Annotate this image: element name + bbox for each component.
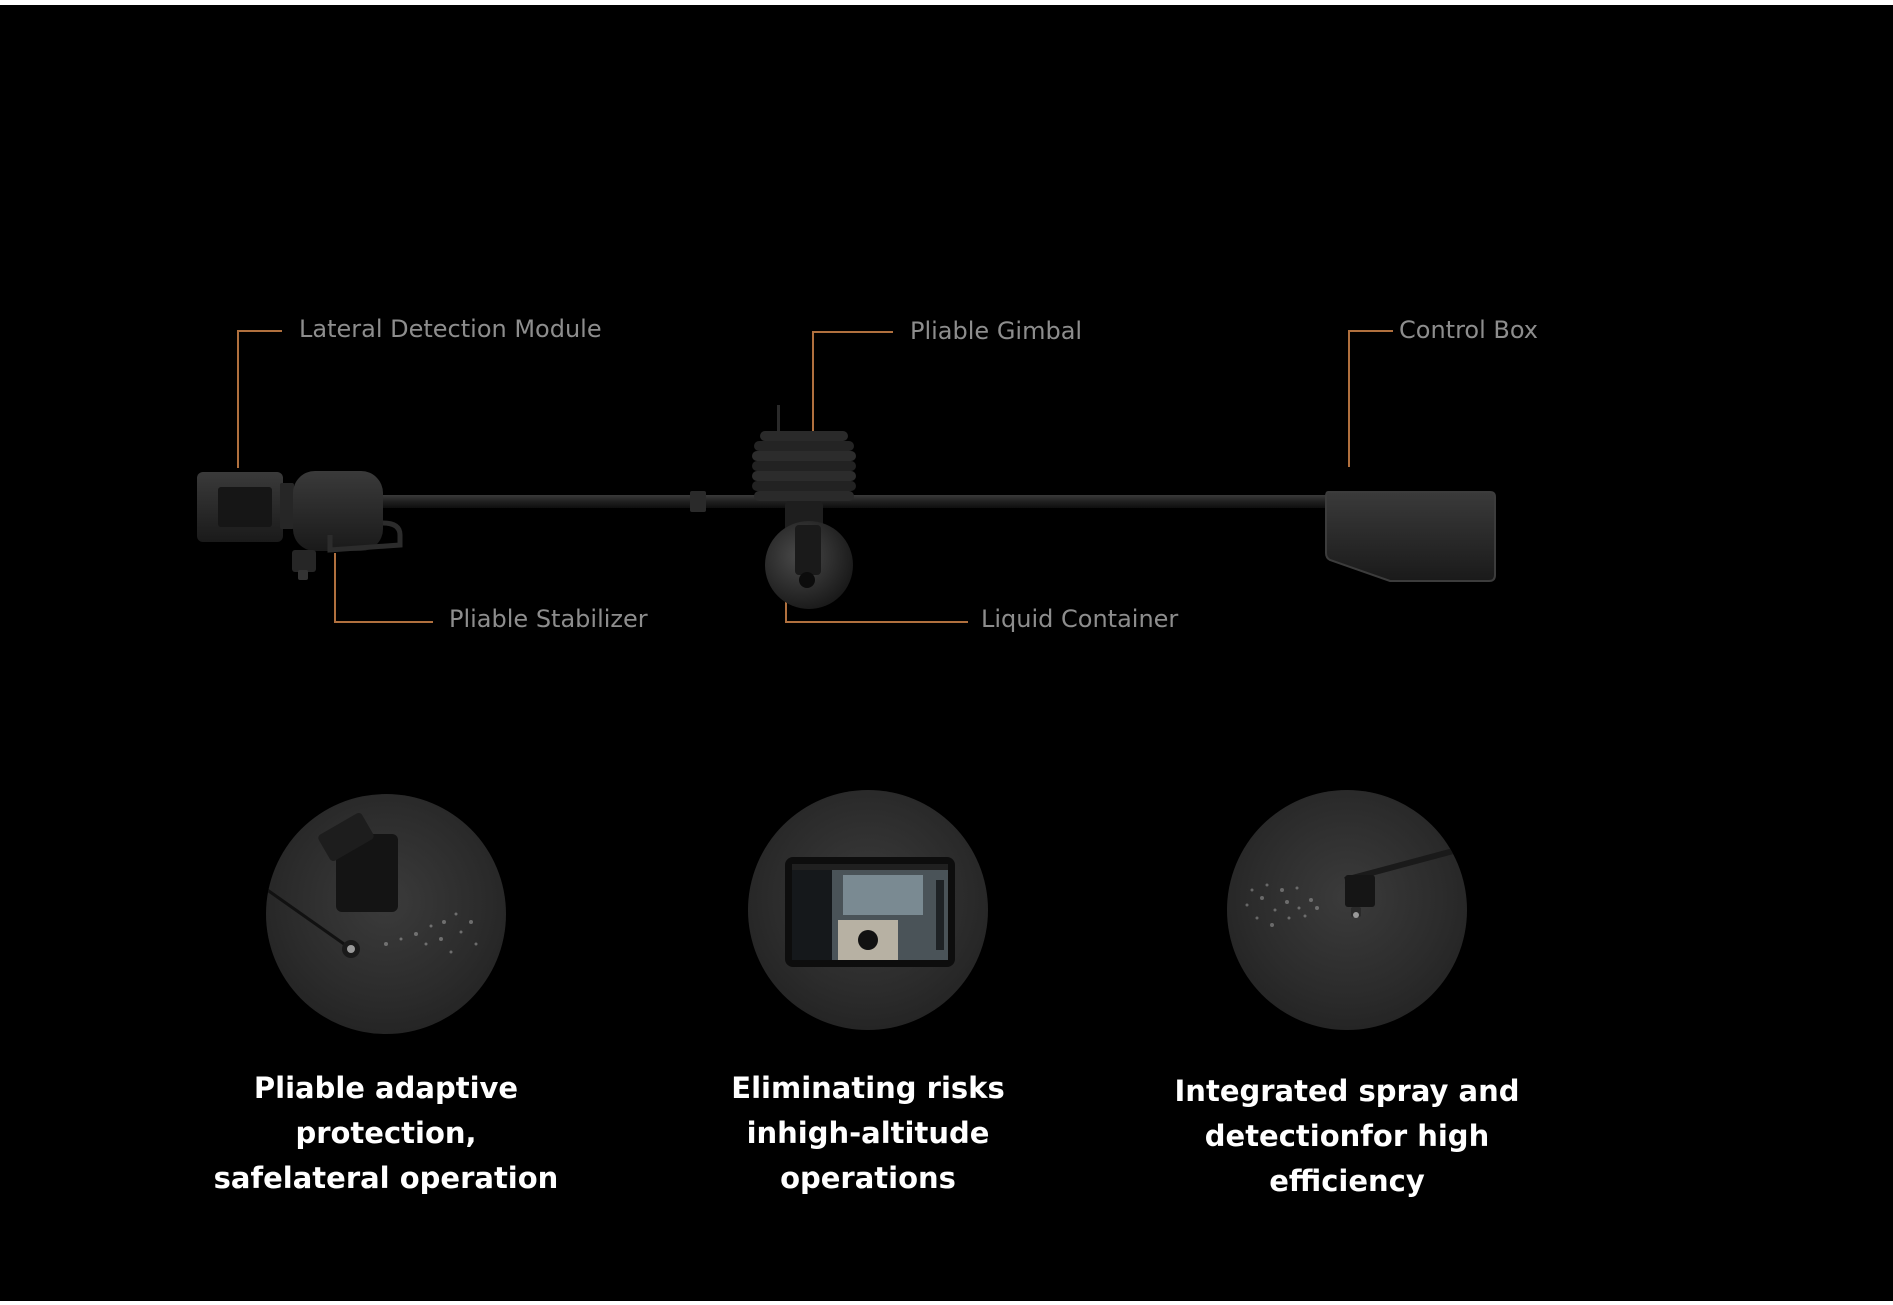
boom-rod <box>370 495 1335 508</box>
label-control-box: Control Box <box>1399 316 1538 344</box>
callout-line-control-box <box>1348 330 1393 467</box>
callout-lines <box>237 330 1393 623</box>
callout-line-pliable-gimbal <box>812 331 893 432</box>
liquid-container <box>765 521 853 609</box>
rod-joint <box>690 491 706 512</box>
label-liquid-container: Liquid Container <box>981 605 1179 633</box>
lateral-detection-module <box>197 472 294 542</box>
pliable-gimbal <box>752 405 856 541</box>
feature-image-high-altitude <box>748 790 988 1030</box>
feature-caption-pliable-protection: Pliable adaptive protection, safelateral… <box>213 1071 559 1195</box>
feature-image-integrated-spray <box>1227 790 1467 1030</box>
control-box <box>1325 491 1496 582</box>
feature-caption-integrated-spray: Integrated spray and detectionfor high e… <box>1174 1074 1520 1198</box>
feature-image-pliable-protection <box>266 794 506 1034</box>
callout-line-lateral-detection-module <box>237 330 282 468</box>
page-stage: Lateral Detection Module Pliable Gimbal … <box>0 5 1893 1301</box>
pliable-stabilizer <box>292 471 403 580</box>
feature-caption-high-altitude: Eliminating risks inhigh-altitude operat… <box>731 1071 1005 1195</box>
callout-line-pliable-stabilizer <box>334 553 433 623</box>
callout-line-liquid-container <box>785 596 968 623</box>
product-diagram <box>197 330 1496 623</box>
label-lateral-detection-module: Lateral Detection Module <box>299 315 602 343</box>
label-pliable-gimbal: Pliable Gimbal <box>910 317 1083 345</box>
label-pliable-stabilizer: Pliable Stabilizer <box>449 605 648 633</box>
